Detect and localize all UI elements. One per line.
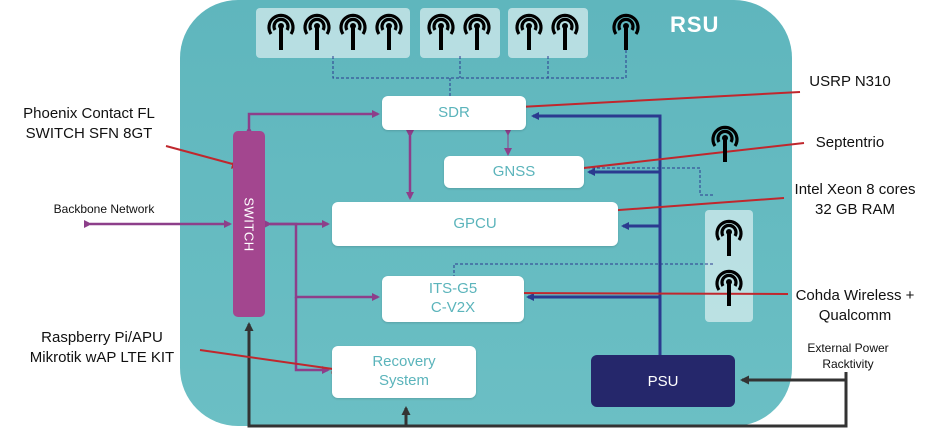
intel-annotation: Intel Xeon 8 cores 32 GB RAM [778, 180, 932, 221]
psu-block: PSU [591, 355, 735, 407]
raspberry-line-1: Raspberry Pi/APU [41, 329, 163, 346]
sdr-label: SDR [438, 103, 470, 121]
phoenix-contact-annotation: Phoenix Contact FL SWITCH SFN 8GT [4, 104, 174, 145]
gnss-label: GNSS [492, 162, 536, 180]
antenna-icon [375, 13, 403, 50]
antenna-icon [515, 13, 543, 50]
intel-line-1: Intel Xeon 8 cores [794, 181, 916, 198]
rsu-title: RSU [670, 12, 720, 37]
antenna-icon [463, 13, 491, 50]
usrp-annotation: USRP N310 [809, 73, 891, 90]
sdr-block: SDR [382, 96, 526, 130]
cohda-annotation: Cohda Wireless + Qualcomm [780, 286, 930, 327]
raspberry-annotation: Raspberry Pi/APU Mikrotik wAP LTE KIT [4, 328, 200, 369]
septentrio-annotation: Septentrio [815, 134, 885, 151]
recovery-label-line2: System [378, 372, 429, 389]
antenna-icon [612, 13, 640, 50]
antenna-icon [303, 13, 331, 50]
its-g5-cv2x-block: ITS-G5 C-V2X [382, 276, 524, 322]
antenna-icon [339, 13, 367, 50]
recovery-label-line1: Recovery [372, 353, 436, 371]
cohda-line-1: Cohda Wireless + [795, 287, 915, 304]
psu-label: PSU [647, 372, 679, 390]
antenna-icon [715, 219, 743, 256]
cohda-line-2: Qualcomm [818, 307, 892, 325]
gpcu-label: GPCU [453, 214, 497, 232]
backbone-network-label: Backbone Network [53, 202, 155, 216]
power-line-1: External Power [807, 341, 889, 355]
antenna-icon [715, 269, 743, 306]
cv2x-label: C-V2X [430, 299, 476, 316]
antenna-icon [427, 13, 455, 50]
switch-block: SWITCH [233, 131, 265, 317]
intel-line-2: 32 GB RAM [814, 201, 896, 219]
antenna-icon [711, 125, 739, 162]
antenna-icon [551, 13, 579, 50]
raspberry-line-2: Mikrotik wAP LTE KIT [29, 349, 175, 367]
gnss-block: GNSS [444, 156, 584, 188]
power-line-2: Racktivity [822, 357, 874, 372]
phoenix-line-2: SWITCH SFN 8GT [25, 125, 153, 143]
phoenix-line-1: Phoenix Contact FL [23, 105, 155, 122]
recovery-system-block: Recovery System [332, 346, 476, 398]
external-power-annotation: External Power Racktivity [780, 340, 916, 372]
its-g5-label: ITS-G5 [428, 280, 478, 298]
gpcu-block: GPCU [332, 202, 618, 246]
antenna-icon [267, 13, 295, 50]
switch-label: SWITCH [241, 196, 257, 252]
